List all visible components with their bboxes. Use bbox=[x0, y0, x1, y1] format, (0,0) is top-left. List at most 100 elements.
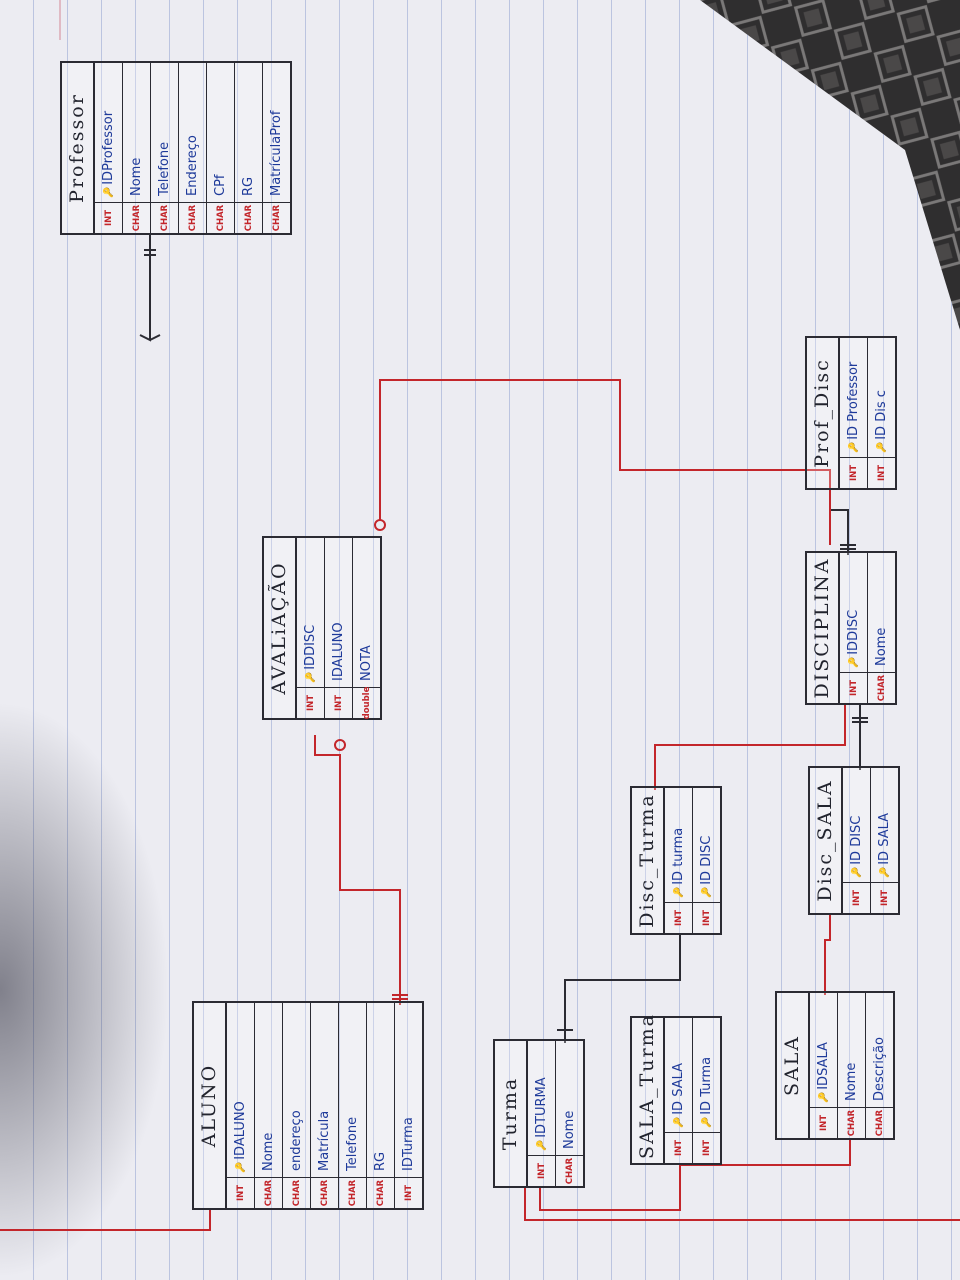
field-cell: 🔑ID turma bbox=[665, 828, 692, 902]
field-type: INT bbox=[871, 882, 898, 913]
field-row: INT🔑ID DISC bbox=[843, 768, 871, 913]
field-cell: IDTurma bbox=[395, 1117, 422, 1177]
field-name: ID Dis c bbox=[874, 390, 889, 440]
field-cell: CPf bbox=[207, 175, 234, 203]
rel-turma-salaturma bbox=[539, 1165, 681, 1211]
field-name: Endereço bbox=[185, 135, 200, 196]
field-type: INT bbox=[227, 1177, 254, 1208]
field-name: ID turma bbox=[671, 827, 686, 885]
field-type: CHAR bbox=[868, 672, 895, 703]
field-type: CHAR bbox=[179, 202, 206, 233]
field-cell: Descrição bbox=[866, 1037, 893, 1107]
field-cell: 🔑ID Professor bbox=[840, 362, 867, 457]
field-cell: 🔑ID SALA bbox=[871, 813, 898, 882]
field-type: CHAR bbox=[207, 202, 234, 233]
field-name: ID SALA bbox=[671, 1062, 686, 1115]
field-cell: 🔑IDALUNO bbox=[227, 1101, 254, 1177]
field-name: Nome bbox=[129, 157, 144, 196]
field-type: INT bbox=[665, 902, 692, 933]
rel-disciplina-avaliacao bbox=[379, 379, 831, 545]
rel-aluno-turma bbox=[0, 1210, 211, 1231]
field-cell: Nome bbox=[838, 1063, 865, 1107]
entity-title: SALA_Turma bbox=[632, 1013, 665, 1163]
primary-key-icon: 🔑 bbox=[848, 441, 859, 453]
primary-key-icon: 🔑 bbox=[701, 886, 712, 898]
rel-turma-aluno bbox=[524, 1188, 960, 1221]
field-type: CHAR bbox=[151, 202, 178, 233]
field-type: INT bbox=[840, 457, 867, 488]
field-cell: Endereço bbox=[179, 135, 206, 202]
field-type: INT bbox=[395, 1177, 422, 1208]
field-name: ID Turma bbox=[699, 1056, 714, 1115]
rel-avaliacao-aluno bbox=[314, 735, 401, 1005]
one-marker bbox=[392, 994, 408, 1000]
field-cell: 🔑IDDISC bbox=[840, 610, 867, 672]
field-name: Telefone bbox=[157, 141, 172, 196]
field-name: Nome bbox=[562, 1110, 577, 1149]
field-name: RG bbox=[241, 176, 256, 196]
rel-discsala-sala bbox=[824, 915, 831, 995]
field-cell: MatrículaProf bbox=[263, 111, 290, 202]
field-type: INT bbox=[810, 1107, 837, 1138]
one-marker bbox=[144, 249, 156, 256]
field-row: INT🔑ID SALA bbox=[871, 768, 898, 913]
field-row: INT🔑IDDISC bbox=[297, 538, 325, 718]
field-type: INT bbox=[868, 457, 895, 488]
entity-title: Prof_Disc bbox=[807, 338, 840, 488]
field-cell: Nome bbox=[255, 1133, 282, 1177]
field-cell: 🔑ID SALA bbox=[665, 1063, 692, 1132]
rel-professor-profdisc bbox=[139, 235, 161, 342]
field-type: CHAR bbox=[556, 1155, 583, 1186]
field-type: CHAR bbox=[311, 1177, 338, 1208]
field-name: CPf bbox=[213, 174, 228, 197]
field-name: Telefone bbox=[345, 1116, 360, 1171]
entity-title: Disc_Turma bbox=[632, 788, 665, 933]
field-row: CHAR Endereço bbox=[179, 63, 207, 233]
field-cell: IDALUNO bbox=[325, 622, 352, 687]
field-name: MatrículaProf bbox=[269, 110, 284, 196]
field-cell: 🔑IDTURMA bbox=[528, 1077, 555, 1155]
field-type: CHAR bbox=[367, 1177, 394, 1208]
field-cell: 🔑IDSALA bbox=[810, 1042, 837, 1107]
primary-key-icon: 🔑 bbox=[876, 441, 887, 453]
primary-key-icon: 🔑 bbox=[673, 886, 684, 898]
field-row: CHAR Nome bbox=[556, 1041, 583, 1186]
field-cell: Nome bbox=[556, 1111, 583, 1155]
entity-title: SALA bbox=[777, 993, 810, 1138]
primary-key-icon: 🔑 bbox=[851, 866, 862, 878]
field-cell: Nome bbox=[868, 628, 895, 672]
one-marker bbox=[852, 717, 868, 723]
field-name: IDALUNO bbox=[331, 622, 346, 681]
field-name: IDDISC bbox=[846, 609, 861, 655]
field-type: INT bbox=[325, 687, 352, 718]
field-type: INT bbox=[693, 1132, 720, 1163]
field-row: INT 🔑ID Dis c bbox=[868, 338, 895, 488]
field-cell: Matrícula bbox=[311, 1111, 338, 1177]
field-row: CHAR Telefone bbox=[151, 63, 179, 233]
field-cell: Nome bbox=[123, 158, 150, 202]
primary-key-icon: 🔑 bbox=[848, 656, 859, 668]
field-name: NOTA bbox=[359, 645, 374, 681]
field-type: CHAR bbox=[123, 202, 150, 233]
field-type: INT bbox=[840, 672, 867, 703]
primary-key-icon: 🔑 bbox=[701, 1116, 712, 1128]
field-cell: 🔑ID DISC bbox=[693, 836, 720, 902]
hand-shadow bbox=[0, 700, 170, 1280]
field-cell: RG bbox=[235, 177, 262, 202]
field-row: INT🔑IDALUNO bbox=[227, 1003, 255, 1208]
entity-title: AVALiAÇÃO bbox=[264, 538, 297, 718]
